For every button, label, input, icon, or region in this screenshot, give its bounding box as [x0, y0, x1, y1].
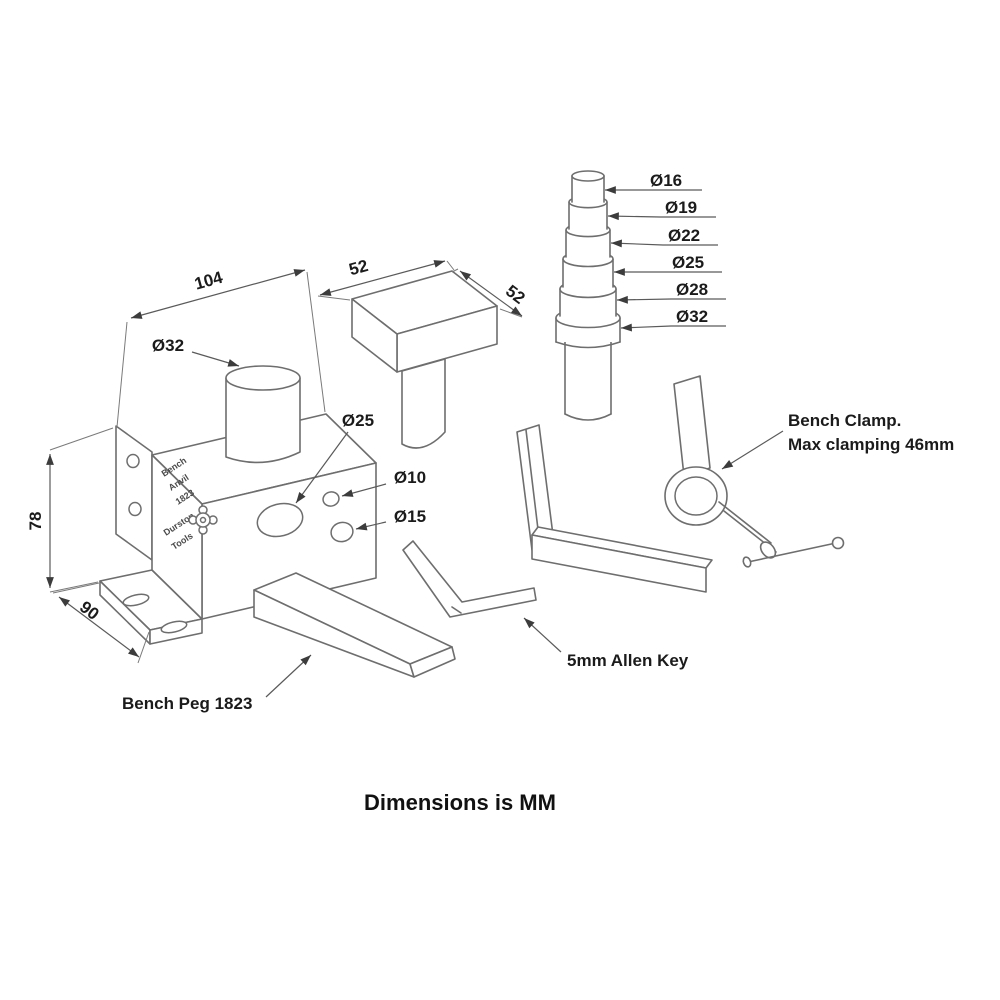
wing-knob: [188, 505, 218, 535]
square-punch-drawing: [351, 270, 498, 449]
dia-25-label: Ø25: [342, 411, 374, 430]
base-slot-2: [160, 620, 188, 634]
dim-104-label: 104: [192, 268, 225, 294]
hole-25mm: [256, 502, 304, 538]
allen-key-label: 5mm Allen Key: [567, 651, 689, 670]
anvil-block-drawing: Bench Anvil 1823 Durston Tools: [99, 365, 377, 645]
dia-32-label: Ø32: [152, 336, 184, 355]
dim-90-label: 90: [76, 597, 103, 624]
bench-clamp-drawing: [516, 375, 845, 593]
text-callouts: Bench Clamp. Max clamping 46mm 5mm Allen…: [122, 411, 954, 713]
mandrel-step-callouts: Ø16 Ø19 Ø22 Ø25 Ø28 Ø32: [605, 171, 726, 332]
diameter-callouts: Ø32 Ø25 Ø10 Ø15: [152, 336, 426, 531]
block-left-face: [151, 454, 203, 620]
bracket-hole-top: [126, 453, 140, 469]
clamp-right-jaw: [673, 375, 711, 477]
bracket-hole-bottom: [128, 501, 142, 517]
dim-78-label: 78: [26, 512, 45, 531]
dimension-52-top: 52: [317, 256, 455, 301]
hole-10mm: [322, 491, 340, 507]
punch-left-face: [351, 298, 398, 373]
bench-peg-label: Bench Peg 1823: [122, 694, 252, 713]
bench-clamp-label: Bench Clamp.: [788, 411, 901, 430]
stepped-mandrel-drawing: [555, 170, 621, 421]
dimensions-note: Dimensions is MM: [364, 790, 556, 815]
allen-key-drawing: [402, 540, 537, 618]
dia-15-label: Ø15: [394, 507, 426, 526]
mandrel-step-label-16: Ø16: [650, 171, 682, 190]
dia-10-label: Ø10: [394, 468, 426, 487]
mandrel-step-label-22: Ø22: [668, 226, 700, 245]
allen-key-body: [402, 540, 537, 618]
bench-clamp-sublabel: Max clamping 46mm: [788, 435, 954, 454]
round-post: [225, 365, 301, 464]
mandrel-step-label-19: Ø19: [665, 198, 697, 217]
mandrel-step-label-32: Ø32: [676, 307, 708, 326]
mandrel-step-label-28: Ø28: [676, 280, 708, 299]
hole-15mm: [330, 521, 354, 543]
bracket-plate: [115, 425, 153, 561]
bench-peg-wedge-drawing: [253, 572, 456, 678]
dimension-78: 78: [26, 427, 114, 593]
wedge-end-face: [409, 646, 456, 678]
mandrel-step-label-25: Ø25: [672, 253, 704, 272]
punch-stem: [401, 358, 446, 449]
clamp-screw: [718, 501, 845, 568]
dim-52-top-label: 52: [347, 256, 370, 279]
clamp-beam-front: [531, 534, 707, 593]
